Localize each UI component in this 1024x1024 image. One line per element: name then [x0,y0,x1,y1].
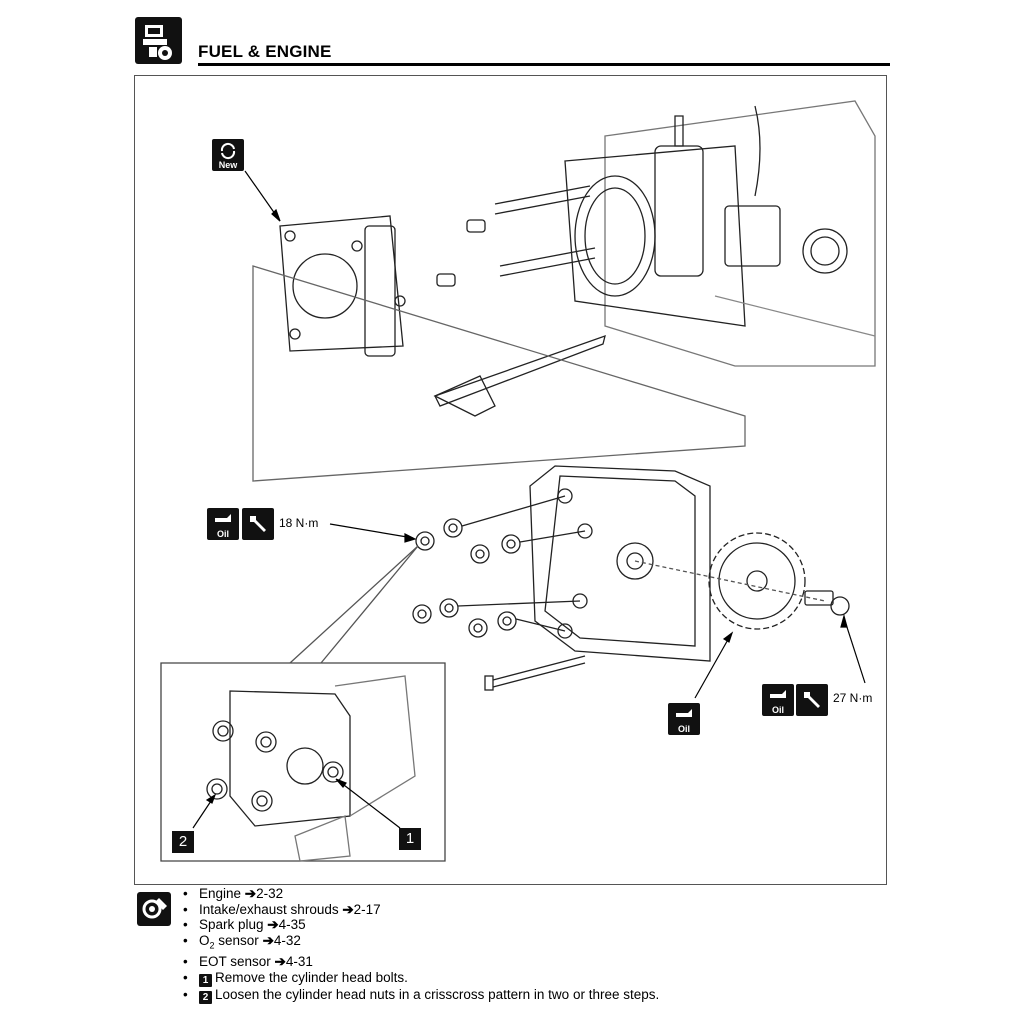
engine-exploded-drawing [160,100,876,862]
arrow-icon: ➔ [267,917,279,933]
oil-label: Oil [677,724,690,734]
oil-can-icon: Oil [762,684,794,716]
new-part-icon: New [212,139,244,171]
arrow-icon: ➔ [274,954,286,970]
torque-value: 27 N·m [833,691,873,705]
page-reference: 4-32 [273,932,301,948]
list-item: Spark plug ➔4-35 [183,917,659,933]
arrow-icon: ➔ [342,901,354,917]
page-reference: 4-35 [278,917,306,933]
page-reference: 2-32 [256,886,284,901]
callout-number-2: 2 [172,831,194,853]
oil-can-icon: Oil [668,703,700,735]
list-item: O2 sensor ➔4-32 [183,933,659,954]
procedure-gear-icon [137,892,171,926]
procedure-steps-list: Engine ➔2-32 Intake/exhaust shrouds ➔2-1… [183,886,659,1004]
header-rule [198,63,890,66]
step-number-badge: 2 [199,990,212,1004]
engine-section-icon [135,17,182,64]
list-item: EOT sensor ➔4-31 [183,954,659,970]
list-item: Engine ➔2-32 [183,886,659,902]
wrench-icon [796,684,828,716]
new-label: New [218,160,238,170]
arrow-icon: ➔ [262,932,274,948]
oil-label: Oil [216,529,229,539]
section-title: FUEL & ENGINE [198,42,332,61]
page-reference: 2-17 [353,901,381,917]
list-item: Intake/exhaust shrouds ➔2-17 [183,902,659,918]
torque-value: 18 N·m [279,516,319,530]
oil-label: Oil [771,705,784,715]
wrench-icon [242,508,274,540]
exploded-diagram-figure: New Oil 18 N·m Oil Oil 27 N·m 2 1 [134,75,887,885]
callout-number-1: 1 [399,828,421,850]
arrow-icon: ➔ [244,886,257,901]
oil-can-icon: Oil [207,508,239,540]
step-number-badge: 1 [199,973,212,987]
page-reference: 4-31 [285,954,313,970]
